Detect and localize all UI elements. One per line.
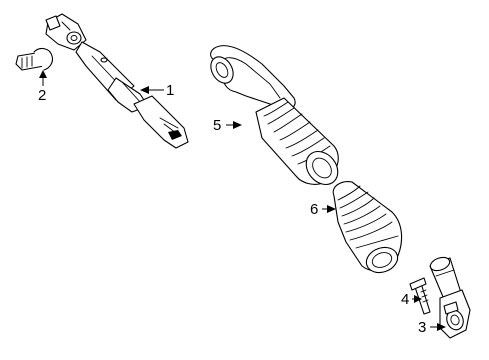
callout-3: 3 xyxy=(418,319,426,336)
leader-1 xyxy=(140,86,164,94)
callout-4: 4 xyxy=(401,291,409,308)
part-3-lower-u-joint[interactable] xyxy=(429,255,471,339)
part-6-lower-boot[interactable] xyxy=(332,181,403,277)
part-5-boot-seal[interactable] xyxy=(206,45,344,191)
callout-1: 1 xyxy=(166,82,174,99)
part-2-clip[interactable] xyxy=(15,47,54,71)
leader-4 xyxy=(412,295,422,303)
leader-2 xyxy=(39,70,47,86)
callout-5: 5 xyxy=(213,117,221,134)
callout-2: 2 xyxy=(38,87,46,104)
part-1-intermediate-shaft[interactable] xyxy=(45,13,189,149)
part-4-bolt[interactable] xyxy=(409,277,431,315)
leader-5 xyxy=(226,121,242,129)
leader-3 xyxy=(430,323,446,331)
callout-6: 6 xyxy=(310,201,318,218)
leader-6 xyxy=(322,205,336,213)
